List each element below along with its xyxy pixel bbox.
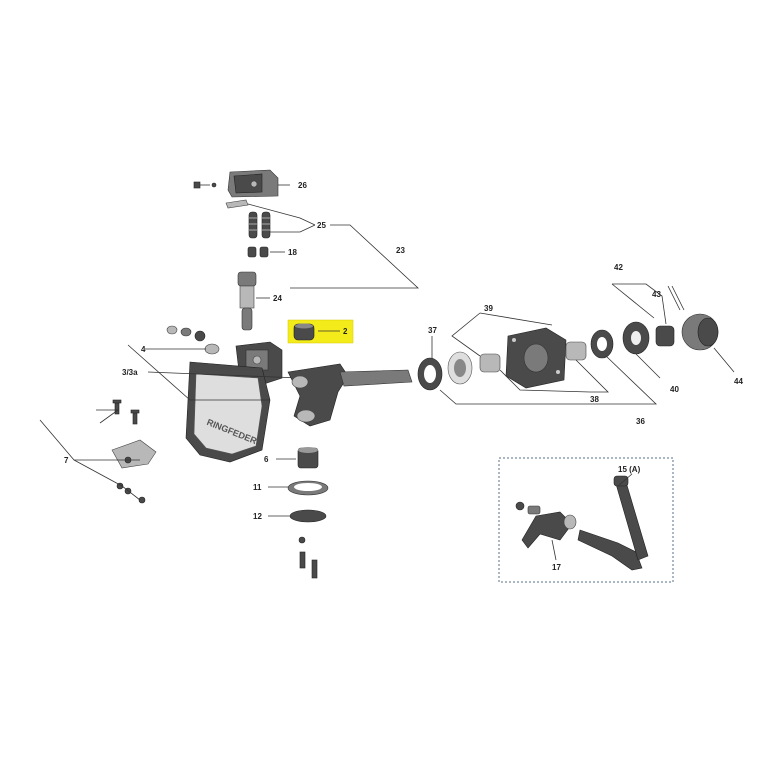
leader-39a	[451, 312, 481, 357]
leader-42b	[611, 283, 655, 319]
leader-7a	[96, 409, 120, 424]
label-3-3a: 3/3a	[122, 368, 138, 377]
part-7-bracket[interactable]	[111, 439, 157, 469]
label-42: 42	[614, 263, 623, 272]
label-39: 39	[484, 304, 493, 313]
leader-3b	[147, 371, 301, 379]
part-2-highlight[interactable]: 2	[287, 319, 354, 344]
coupling-hook-shaft[interactable]	[287, 363, 413, 427]
part-6-bushing[interactable]	[297, 447, 319, 469]
part-26-screw[interactable]	[193, 181, 217, 189]
part-25-pin[interactable]	[225, 199, 249, 209]
leader-25b	[270, 224, 316, 233]
label-12: 12	[253, 512, 262, 521]
ringfeder-jaw-plate[interactable]: RINGFEDER	[185, 361, 271, 463]
part-37-seal-ring[interactable]	[417, 357, 443, 391]
part-36-ring[interactable]	[590, 329, 614, 359]
leader-3a	[127, 344, 270, 401]
label-25: 25	[317, 221, 326, 230]
label-26: 26	[298, 181, 307, 190]
label-37: 37	[428, 326, 437, 335]
part-39-housing[interactable]	[505, 327, 567, 389]
part-4-washers[interactable]	[166, 325, 220, 355]
leader-23	[290, 224, 420, 289]
leader-38b	[575, 359, 609, 393]
leader-25a	[247, 203, 316, 226]
part-12-cover-disc[interactable]	[289, 509, 327, 523]
label-44: 44	[734, 377, 743, 386]
label-4: 4	[141, 345, 146, 354]
label-38: 38	[590, 395, 599, 404]
part-18-nuts[interactable]	[247, 246, 269, 258]
part-40-thrust-ring[interactable]	[622, 321, 650, 355]
label-36: 36	[636, 417, 645, 426]
leader-15	[617, 473, 633, 487]
label-15-a: 15 (A)	[618, 465, 641, 474]
part-44-end-cap[interactable]	[681, 313, 719, 351]
label-43: 43	[652, 290, 661, 299]
part-11-clamp-ring[interactable]	[287, 480, 329, 496]
label-24: 24	[273, 294, 282, 303]
part-26-latch-plate[interactable]	[227, 169, 279, 198]
part-36-washer[interactable]	[447, 351, 473, 385]
inset-border	[498, 457, 674, 583]
leader-36	[439, 355, 657, 405]
part-17-lever-mechanism[interactable]	[515, 501, 577, 549]
label-40: 40	[670, 385, 679, 394]
label-23: 23	[396, 246, 405, 255]
inset-hand-lever: 15 (A) 17	[498, 457, 674, 583]
label-2: 2	[343, 327, 348, 336]
part-38-bushing-left[interactable]	[479, 353, 501, 373]
part-25-spring-left[interactable]	[248, 211, 258, 239]
leader-7c	[73, 459, 141, 501]
part-7-bolts-top[interactable]	[112, 399, 140, 425]
label-7: 7	[64, 456, 69, 465]
label-11: 11	[253, 483, 262, 492]
leader-42a	[612, 283, 667, 325]
leader-17	[551, 539, 557, 561]
leader-39b	[479, 312, 553, 326]
part-25-spring-right[interactable]	[261, 211, 271, 239]
part-43-split-pin[interactable]	[667, 285, 685, 311]
part-42-nut[interactable]	[655, 325, 675, 347]
leader-40	[635, 353, 661, 379]
part-12-bolts[interactable]	[298, 536, 318, 579]
label-6: 6	[264, 455, 269, 464]
part-15-hand-lever[interactable]	[577, 475, 649, 571]
part-24-coupling-pin[interactable]	[237, 271, 257, 331]
label-18: 18	[288, 248, 297, 257]
leader-44	[713, 347, 735, 373]
leader-38a	[499, 369, 591, 393]
label-17: 17	[552, 563, 561, 572]
part-38-bushing-right[interactable]	[565, 341, 587, 361]
